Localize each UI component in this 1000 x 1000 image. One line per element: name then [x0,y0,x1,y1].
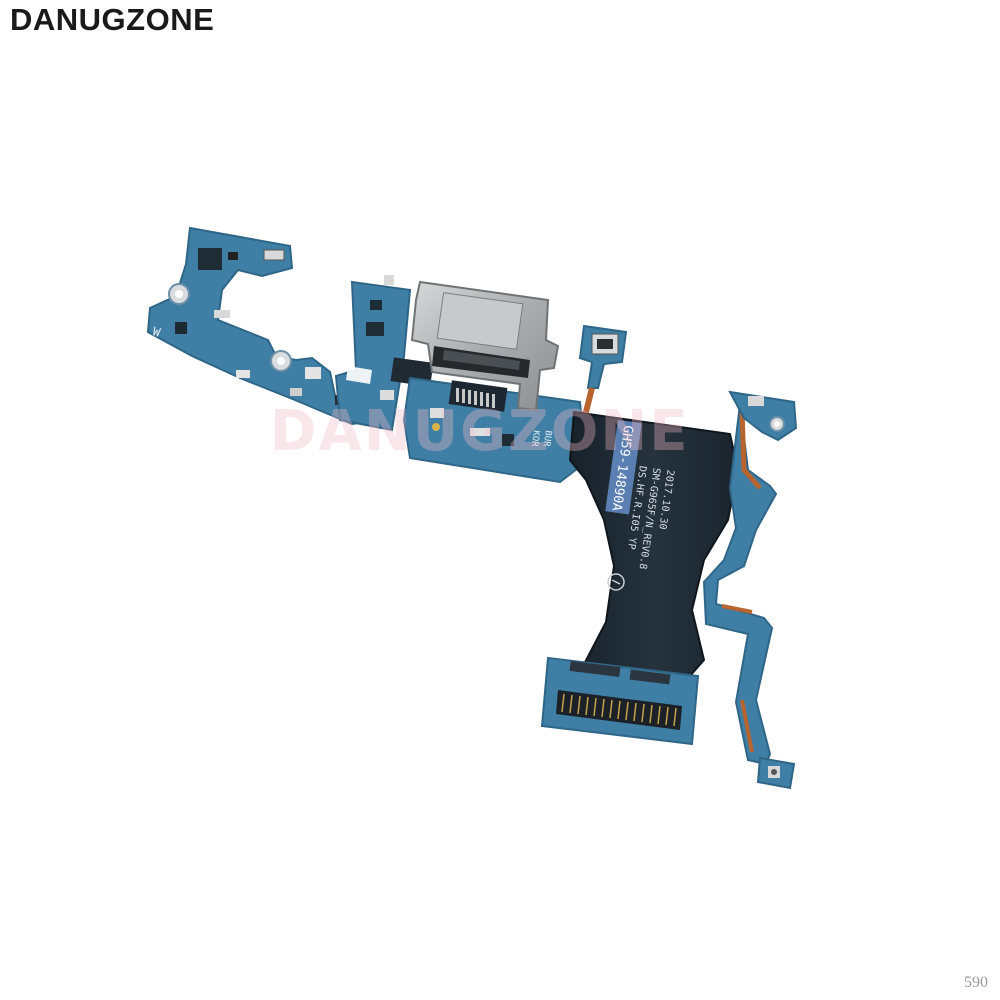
watermark-text: DANUGZONE [270,399,689,464]
label-bur: BUR [541,430,553,448]
part-code-sticker [605,420,642,515]
board-to-board-connector [540,656,700,746]
central-pcb: KOR BUR [402,376,588,484]
label-w: W [151,324,162,340]
antenna-flex-strip [702,390,798,790]
page-number: 590 [964,974,988,991]
middle-pcb-strip [334,275,412,432]
label-kor: KOR [529,430,541,448]
brand-logo-text: DANUGZONE [10,2,215,37]
usb-c-port [410,280,560,412]
